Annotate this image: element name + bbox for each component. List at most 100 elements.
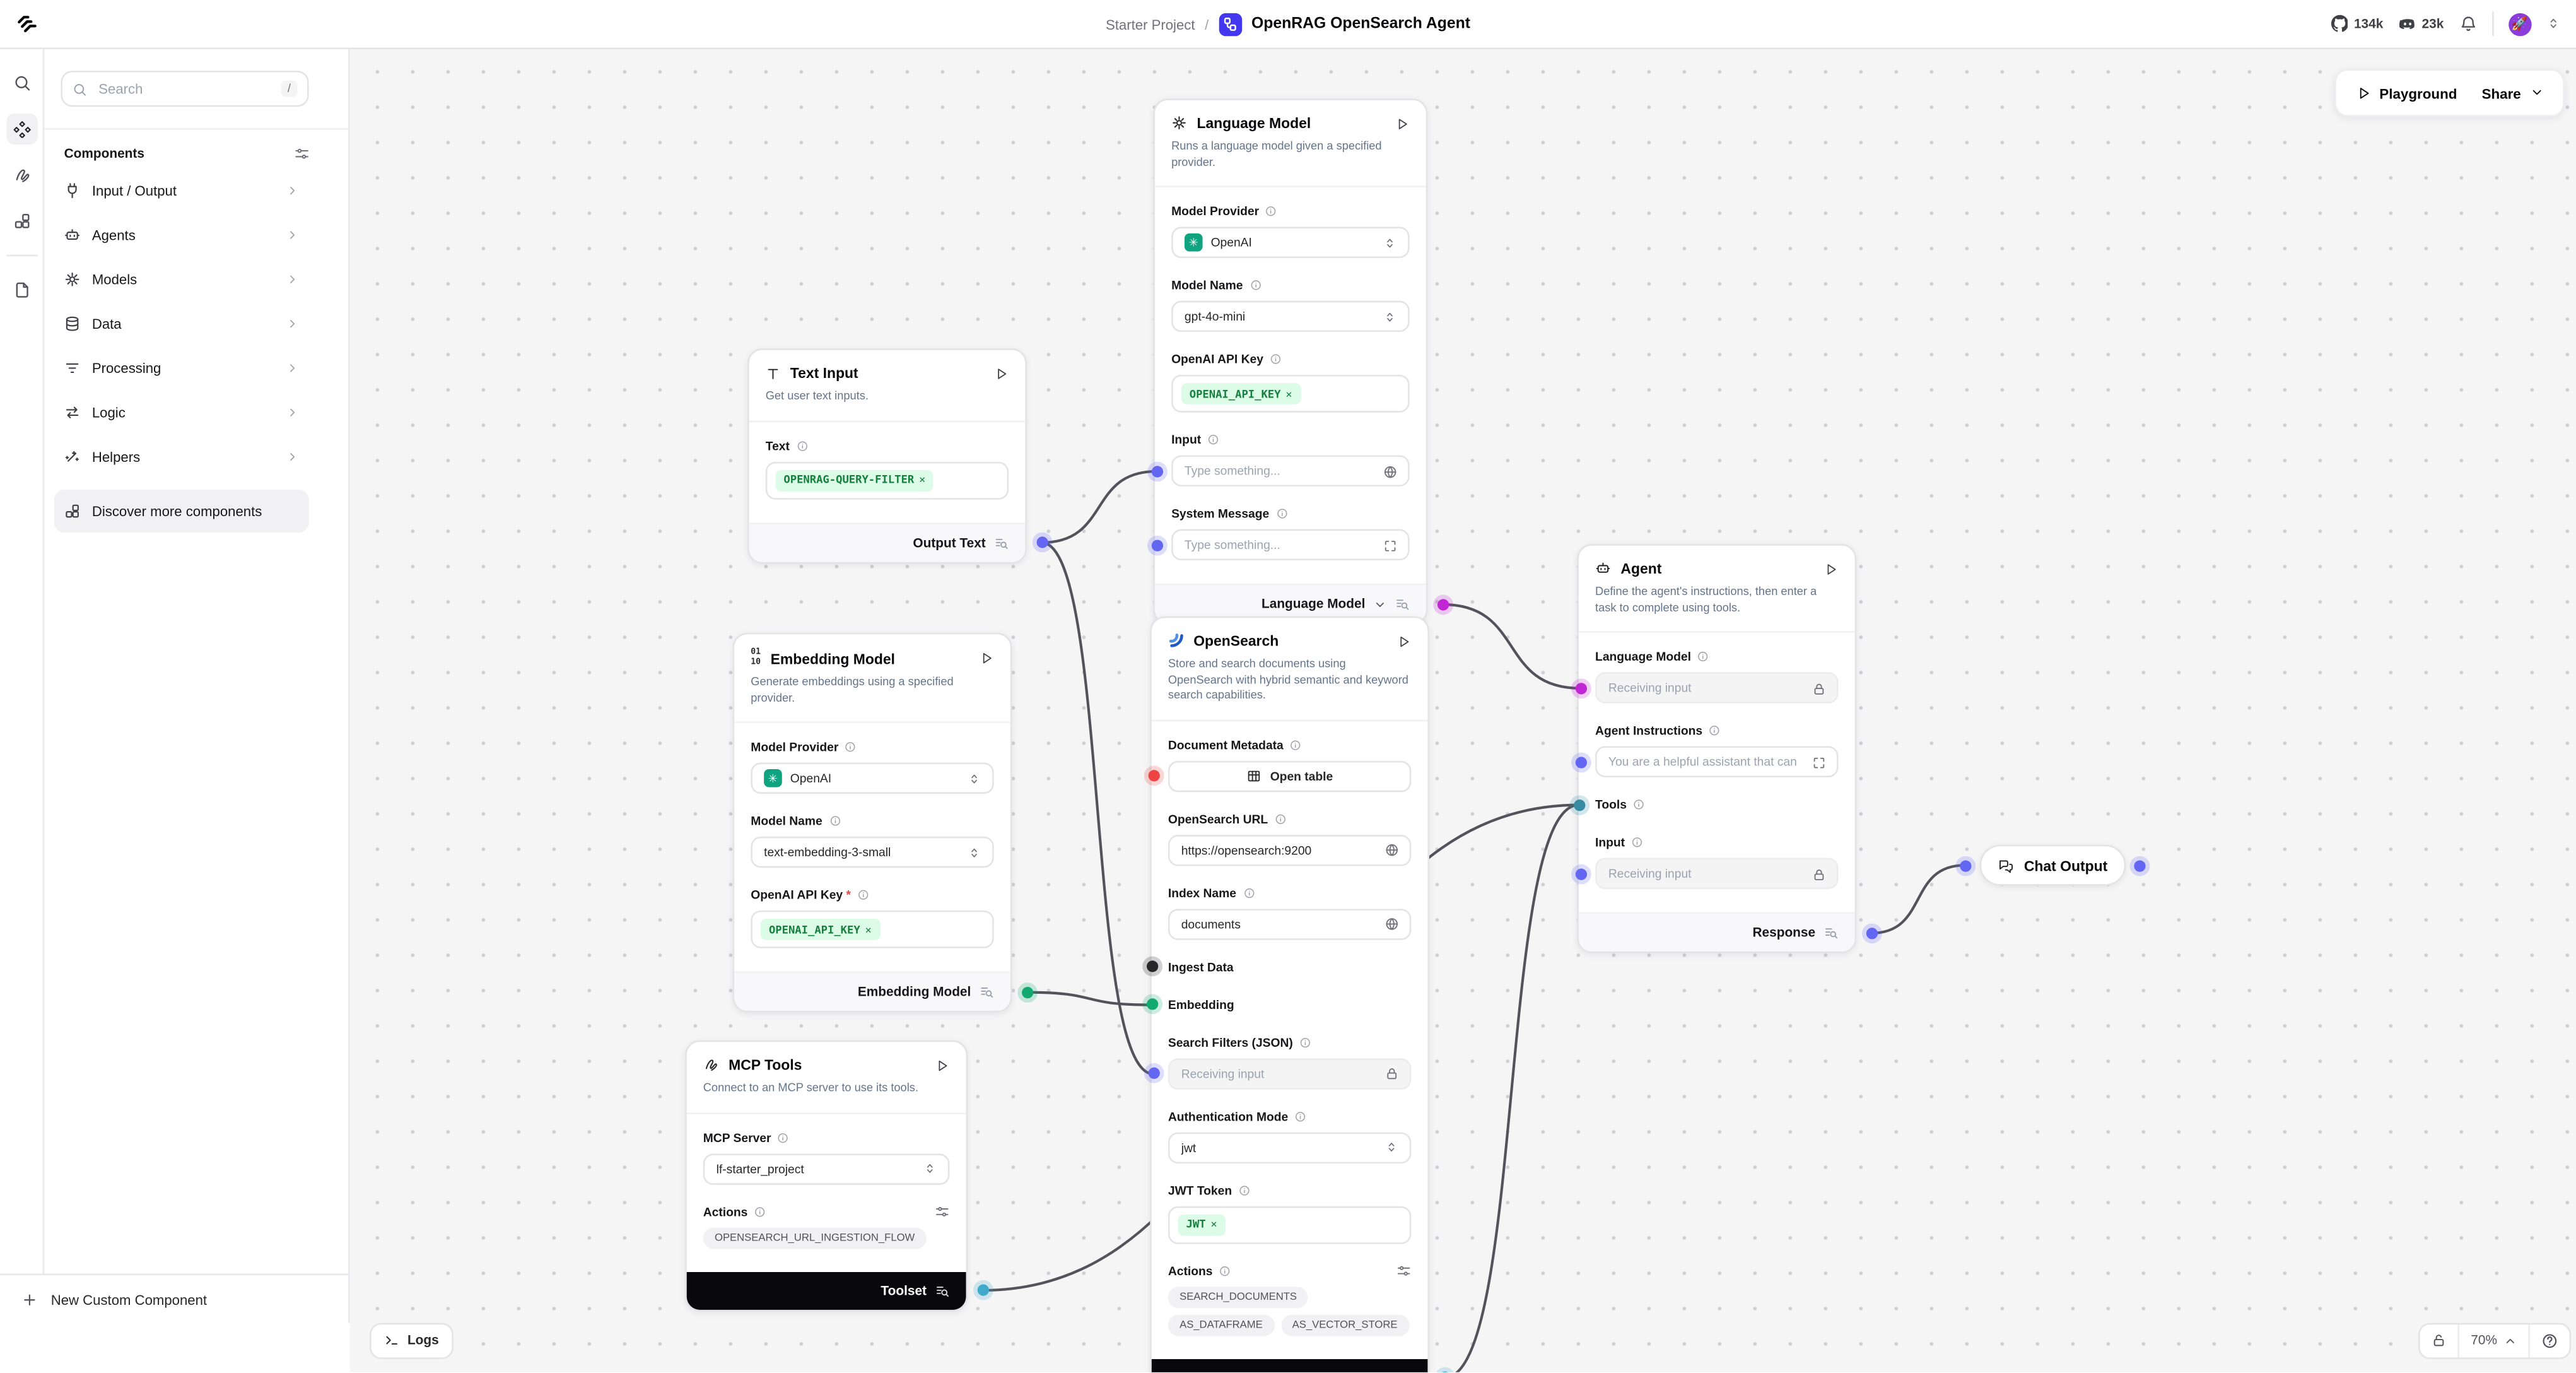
node-text-input[interactable]: Text Input Get user text inputs. Text OP…	[747, 348, 1048, 563]
input-handle[interactable]	[1150, 539, 1162, 551]
action-chip[interactable]: SEARCH_DOCUMENTS	[1168, 1287, 1309, 1309]
node-agent[interactable]: Agent Define the agent's instructions, t…	[1572, 544, 1877, 954]
agent-instructions-field[interactable]: You are a helpful assistant that can	[1574, 746, 1839, 778]
output-select-chevron-icon[interactable]	[1373, 598, 1386, 611]
run-node-button[interactable]	[1396, 633, 1411, 648]
globe-icon[interactable]	[1383, 464, 1396, 478]
inspect-output-icon[interactable]	[979, 985, 993, 999]
text-value-input[interactable]: OPENRAG-QUERY-FILTER×	[765, 461, 1009, 499]
sidebar-item-logic[interactable]: Logic	[54, 391, 309, 435]
input-handle[interactable]	[1145, 999, 1157, 1011]
input-handle[interactable]	[1147, 770, 1159, 782]
inspect-output-icon[interactable]	[935, 1283, 949, 1297]
avatar[interactable]: 🚀	[2507, 12, 2531, 35]
rail-bundles-button[interactable]	[6, 160, 37, 191]
sidebar-item-processing[interactable]: Processing	[54, 346, 309, 390]
run-node-button[interactable]	[1395, 116, 1409, 131]
input-handle[interactable]	[1150, 465, 1162, 478]
node-mcp-tools[interactable]: MCP Tools Connect to an MCP server to us…	[685, 1040, 988, 1311]
input-handle[interactable]	[1574, 682, 1586, 694]
flow-title[interactable]: OpenRAG OpenSearch Agent	[1251, 15, 1470, 33]
sidebar-item-models[interactable]: Models	[54, 257, 309, 302]
discord-button[interactable]: 23k	[2398, 15, 2444, 33]
output-handle[interactable]	[1438, 1372, 1450, 1373]
opensearch-url-input[interactable]: https://opensearch:9200	[1168, 835, 1412, 866]
rail-mcp-button[interactable]	[6, 206, 37, 237]
output-handle[interactable]	[1865, 927, 1877, 940]
value-tag[interactable]: JWT×	[1178, 1214, 1226, 1236]
sidebar-search[interactable]: /	[61, 70, 309, 107]
lock-canvas-button[interactable]	[2420, 1324, 2458, 1357]
input-handle[interactable]	[1147, 1068, 1159, 1080]
logs-button[interactable]: Logs	[370, 1323, 454, 1359]
api-key-input[interactable]: OPENAI_API_KEY×	[1171, 375, 1410, 413]
globe-icon[interactable]	[1384, 844, 1398, 857]
output-handle[interactable]	[1436, 598, 1448, 611]
share-button[interactable]: Share	[2482, 85, 2543, 101]
model-provider-select[interactable]: ✳ OpenAI	[751, 763, 994, 794]
action-chip[interactable]: OPENSEARCH_URL_INGESTION_FLOW	[703, 1227, 927, 1249]
expand-icon[interactable]	[1383, 538, 1396, 552]
input-handle[interactable]	[1572, 799, 1585, 811]
run-node-button[interactable]	[994, 366, 1009, 380]
value-tag[interactable]: OPENAI_API_KEY×	[1181, 383, 1301, 405]
auth-mode-select[interactable]: jwt	[1168, 1132, 1412, 1164]
inspect-output-icon[interactable]	[994, 535, 1009, 550]
input-handle[interactable]	[1574, 868, 1586, 880]
sidebar-item-input-output[interactable]: Input / Output	[54, 168, 309, 213]
expand-icon[interactable]	[1812, 755, 1825, 769]
inspect-output-icon[interactable]	[1824, 926, 1838, 940]
input-field[interactable]: Type something...	[1150, 456, 1410, 487]
sidebar-item-data[interactable]: Data	[54, 302, 309, 346]
value-tag[interactable]: OPENAI_API_KEY×	[760, 919, 880, 941]
model-name-select[interactable]: gpt-4o-mini	[1171, 301, 1410, 333]
inspect-output-icon[interactable]	[1396, 1370, 1411, 1373]
notifications-button[interactable]	[2459, 15, 2477, 33]
action-chip[interactable]: AS_VECTOR_STORE	[1280, 1314, 1409, 1336]
action-chip[interactable]: AS_DATAFRAME	[1168, 1314, 1274, 1336]
new-custom-component-button[interactable]: New Custom Component	[0, 1274, 349, 1324]
input-handle[interactable]	[1574, 756, 1586, 769]
search-input[interactable]	[95, 79, 273, 99]
run-node-button[interactable]	[979, 651, 993, 665]
rail-components-button[interactable]	[6, 113, 37, 145]
langflow-logo-icon[interactable]	[16, 13, 38, 35]
edit-actions-button[interactable]	[935, 1204, 949, 1218]
sidebar-item-helpers[interactable]: Helpers	[54, 435, 309, 479]
node-chat-output[interactable]: Chat Output	[1958, 844, 2146, 886]
output-handle[interactable]	[1036, 536, 1048, 549]
rail-search-button[interactable]	[6, 68, 37, 98]
output-handle[interactable]	[2134, 859, 2146, 871]
filter-components-button[interactable]	[293, 146, 309, 162]
output-handle[interactable]	[976, 1284, 988, 1297]
node-opensearch[interactable]: OpenSearch Store and search documents us…	[1145, 616, 1450, 1373]
globe-icon[interactable]	[1384, 917, 1398, 931]
output-handle[interactable]	[1021, 986, 1033, 998]
inspect-output-icon[interactable]	[1395, 597, 1409, 611]
rail-notes-button[interactable]	[6, 274, 37, 305]
input-handle[interactable]	[1958, 859, 1971, 871]
model-provider-select[interactable]: ✳ OpenAI	[1171, 227, 1410, 259]
flow-canvas[interactable]: Text Input Get user text inputs. Text OP…	[349, 49, 2576, 1373]
open-table-button[interactable]: Open table	[1147, 760, 1412, 793]
model-name-select[interactable]: text-embedding-3-small	[751, 837, 994, 869]
run-node-button[interactable]	[1824, 561, 1838, 575]
system-message-field[interactable]: Type something...	[1150, 529, 1410, 561]
breadcrumb-project-link[interactable]: Starter Project	[1106, 15, 1195, 32]
sidebar-item-agents[interactable]: Agents	[54, 213, 309, 257]
api-key-input[interactable]: OPENAI_API_KEY×	[751, 910, 994, 949]
node-language-model[interactable]: Language Model Runs a language model giv…	[1150, 98, 1448, 625]
index-name-input[interactable]: documents	[1168, 909, 1412, 940]
run-node-button[interactable]	[935, 1058, 949, 1072]
zoom-level-button[interactable]: 70%	[2457, 1324, 2528, 1358]
input-handle[interactable]	[1145, 961, 1157, 973]
value-tag[interactable]: OPENRAG-QUERY-FILTER×	[775, 469, 934, 491]
help-button[interactable]	[2528, 1324, 2569, 1358]
account-menu-button[interactable]	[2546, 17, 2560, 31]
discover-more-components-button[interactable]: Discover more components	[54, 488, 309, 532]
edit-actions-button[interactable]	[1396, 1264, 1411, 1278]
playground-button[interactable]: Playground	[2356, 85, 2457, 101]
github-stars-button[interactable]: 134k	[2331, 15, 2383, 32]
mcp-server-select[interactable]: lf-starter_project	[703, 1153, 950, 1185]
